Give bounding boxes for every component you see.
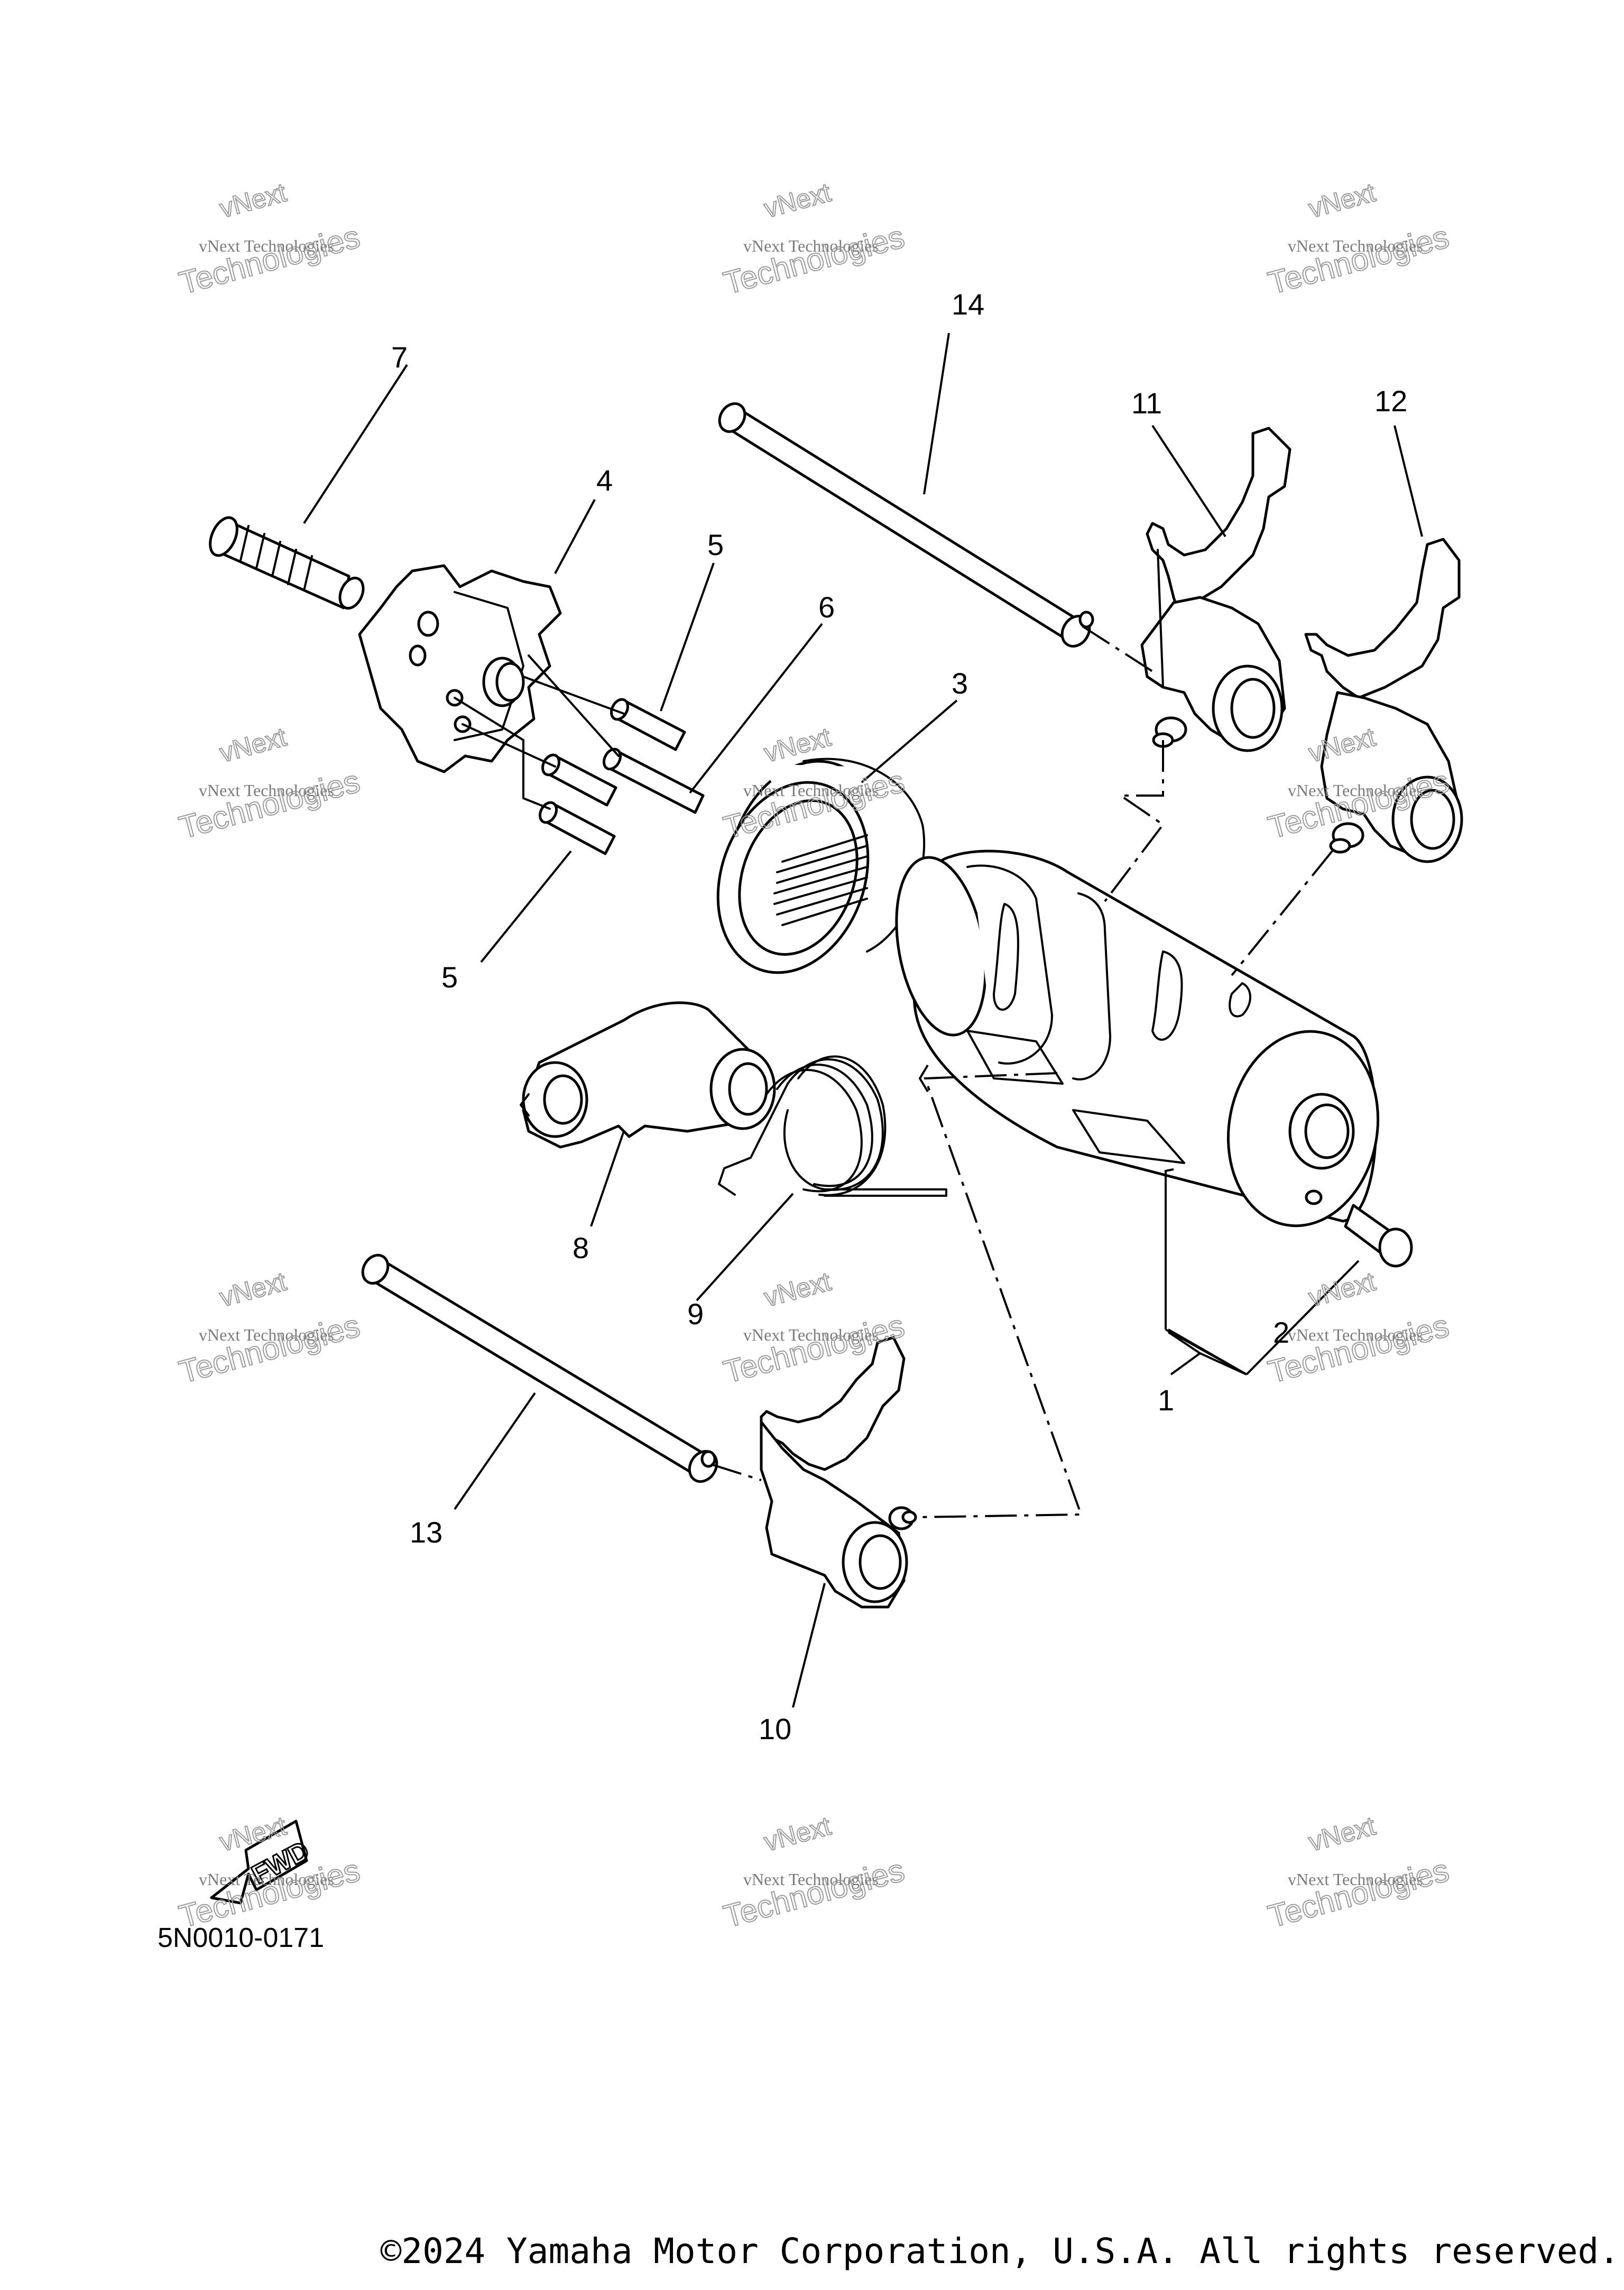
svg-text:Technologies: Technologies bbox=[1265, 1852, 1453, 1934]
callout-5-upper: 5 bbox=[707, 528, 724, 561]
part-11-fork bbox=[1140, 427, 1291, 752]
alignment-lines bbox=[710, 625, 1333, 1518]
part-9-spring bbox=[718, 1055, 947, 1197]
watermark: vNext vNext Technologies Technologies bbox=[719, 1811, 909, 1935]
svg-text:vNext Technologies: vNext Technologies bbox=[743, 1325, 879, 1344]
svg-text:vNext: vNext bbox=[1305, 1811, 1378, 1857]
callout-12: 12 bbox=[1374, 384, 1407, 418]
callout-1: 1 bbox=[1158, 1383, 1174, 1417]
svg-text:vNext Technologies: vNext Technologies bbox=[1288, 1325, 1423, 1344]
svg-text:vNext: vNext bbox=[761, 1267, 834, 1313]
svg-text:vNext: vNext bbox=[1305, 178, 1378, 224]
svg-text:Technologies: Technologies bbox=[720, 219, 908, 301]
watermark: vNext vNext Technologies Technologies bbox=[175, 1266, 364, 1391]
callout-3: 3 bbox=[952, 667, 968, 700]
svg-text:Technologies: Technologies bbox=[1265, 219, 1453, 301]
copyright-notice: ©2024 Yamaha Motor Corporation, U.S.A. A… bbox=[380, 2231, 1620, 2271]
svg-text:vNext Technologies: vNext Technologies bbox=[199, 1325, 334, 1344]
callout-9: 9 bbox=[687, 1297, 704, 1331]
svg-text:Technologies: Technologies bbox=[1265, 1308, 1453, 1390]
callouts: 1 2 3 4 5 5 6 7 8 9 10 11 12 13 14 bbox=[391, 288, 1407, 1746]
part-13-shaft bbox=[361, 1253, 718, 1483]
svg-text:vNext Technologies: vNext Technologies bbox=[743, 1870, 879, 1889]
svg-text:vNext Technologies: vNext Technologies bbox=[199, 781, 334, 800]
watermark: vNext vNext Technologies Technologies bbox=[175, 177, 364, 302]
part-3-bearing bbox=[716, 758, 925, 974]
callout-11: 11 bbox=[1131, 386, 1162, 420]
part-8-arm bbox=[520, 1001, 776, 1149]
callout-6: 6 bbox=[818, 590, 835, 624]
svg-text:Technologies: Technologies bbox=[176, 219, 364, 301]
svg-text:vNext: vNext bbox=[216, 722, 289, 768]
watermark: vNext vNext Technologies Technologies bbox=[719, 177, 909, 302]
part-14-shaft bbox=[718, 402, 1094, 648]
svg-text:vNext Technologies: vNext Technologies bbox=[1288, 781, 1423, 800]
part-4-segment bbox=[358, 564, 562, 773]
callout-10: 10 bbox=[759, 1712, 791, 1746]
diagram-code: 5N0010-0171 bbox=[158, 1923, 325, 1953]
svg-text:vNext Technologies: vNext Technologies bbox=[1288, 1870, 1423, 1889]
callout-14: 14 bbox=[952, 288, 984, 321]
callout-2: 2 bbox=[1273, 1316, 1289, 1349]
callout-13: 13 bbox=[410, 1516, 442, 1549]
svg-text:vNext Technologies: vNext Technologies bbox=[199, 1870, 334, 1889]
callout-8: 8 bbox=[573, 1231, 589, 1264]
leader-lines bbox=[303, 333, 1423, 1708]
part-1-shift-drum bbox=[895, 849, 1380, 1227]
watermark: vNext vNext Technologies Technologies bbox=[175, 722, 364, 846]
watermark: vNext vNext Technologies Technologies bbox=[1264, 1811, 1453, 1935]
svg-text:vNext: vNext bbox=[1305, 1267, 1378, 1313]
svg-text:vNext: vNext bbox=[216, 178, 289, 224]
svg-text:Technologies: Technologies bbox=[720, 1852, 908, 1934]
part-5-pin-upper bbox=[610, 698, 686, 751]
callout-4: 4 bbox=[596, 464, 613, 497]
svg-text:Technologies: Technologies bbox=[176, 1308, 364, 1390]
callout-5-lower: 5 bbox=[441, 961, 458, 994]
part-12-fork bbox=[1304, 538, 1463, 863]
svg-text:vNext Technologies: vNext Technologies bbox=[743, 236, 879, 255]
svg-text:vNext Technologies: vNext Technologies bbox=[743, 781, 879, 800]
svg-text:vNext Technologies: vNext Technologies bbox=[1288, 236, 1423, 255]
part-10-fork bbox=[760, 1336, 917, 1609]
svg-text:vNext: vNext bbox=[761, 178, 834, 224]
pin-guide-lines bbox=[454, 654, 625, 810]
svg-text:vNext Technologies: vNext Technologies bbox=[199, 236, 334, 255]
part-2-pin bbox=[1344, 1204, 1413, 1268]
callout-7: 7 bbox=[391, 340, 408, 374]
svg-text:Technologies: Technologies bbox=[176, 763, 364, 845]
part-7-bolt bbox=[209, 516, 365, 610]
watermark: vNext vNext Technologies Technologies bbox=[1264, 177, 1453, 302]
svg-text:vNext: vNext bbox=[761, 1811, 834, 1857]
svg-text:vNext: vNext bbox=[216, 1267, 289, 1313]
part-6-pin bbox=[602, 747, 705, 814]
